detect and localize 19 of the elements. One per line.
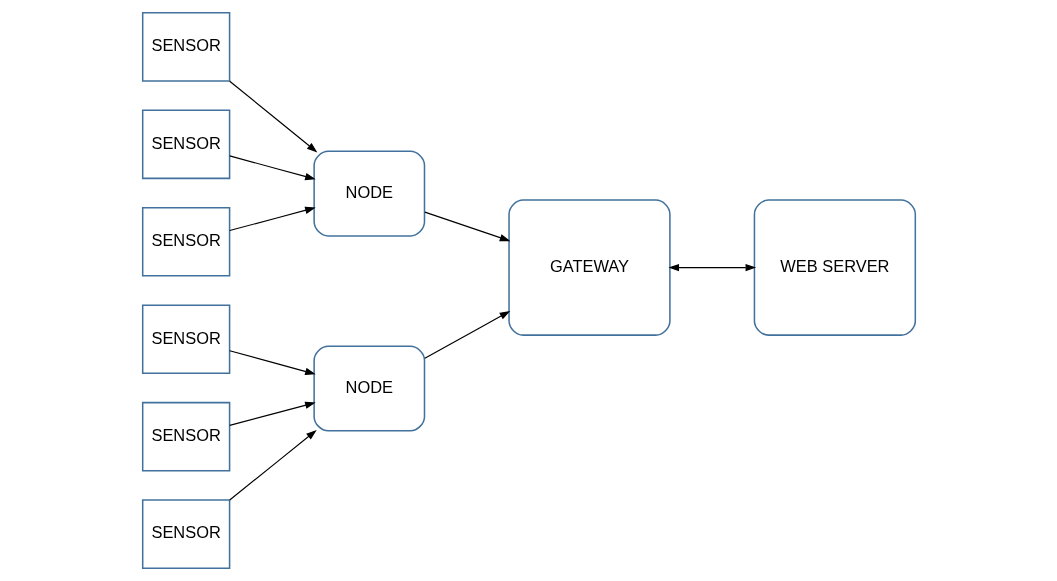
node-box: SENSOR [141,206,230,277]
node-box: NODE [312,150,425,237]
arrow [228,155,316,181]
arrow [228,429,317,501]
node-box: WEB SERVER [753,199,916,336]
arrow [423,310,510,359]
node-box: SENSOR [141,109,230,180]
arrow [423,211,510,242]
node-box: SENSOR [141,12,230,82]
arrow [228,80,317,153]
arrow [228,206,316,232]
node-box: GATEWAY [507,199,671,336]
arrow [228,350,316,376]
node-box: NODE [312,345,425,432]
node-box: SENSOR [141,401,230,472]
arrow [667,263,756,272]
arrow [228,401,316,426]
node-box: SENSOR [141,499,230,569]
node-box: SENSOR [141,304,230,375]
